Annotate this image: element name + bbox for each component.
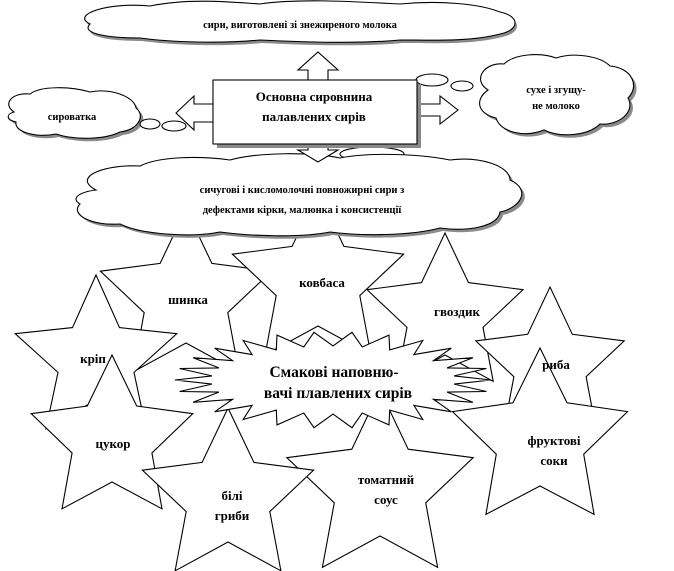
star-shape-tomat <box>285 388 475 569</box>
cloud-tail-bubble <box>450 80 474 92</box>
star-label-krip: кріп <box>80 351 106 366</box>
cloud-tail-bubble <box>161 120 187 132</box>
cloud-bottom <box>75 153 525 239</box>
center-top-box <box>212 79 421 148</box>
cloud-bottom-label-line2: дефектами кірки, малюнка і консистенції <box>203 205 402 216</box>
arrow-up <box>296 51 340 83</box>
star-label-tomat-line2: соус <box>374 492 398 507</box>
star-shape-bili <box>141 406 315 571</box>
cloud-bottom-label-line1: сичугові і кисломолочні повножирні сири … <box>200 185 405 196</box>
star-label-shynka: шинка <box>168 292 208 307</box>
cloud-top <box>84 0 518 46</box>
star-label-bili-line2: гриби <box>215 508 250 523</box>
cloud-tail-bubble <box>139 118 161 130</box>
cloud-left <box>7 87 144 142</box>
star-label-ryba: риба <box>542 357 570 372</box>
star-label-bili-line1: білі <box>221 488 242 503</box>
center-bottom-title-line2: вачі плавлених сирів <box>264 385 412 402</box>
raw-material-clouds-group <box>7 0 637 239</box>
cloud-top-label: сири, виготовлені зі знежиреного молока <box>203 20 398 31</box>
cloud-right-label-line2: не молоко <box>532 101 580 112</box>
center-burst-shape <box>174 331 492 429</box>
star-label-tomat-line1: томатний <box>358 472 415 487</box>
cloud-right <box>479 54 637 138</box>
arrow-left <box>175 94 215 132</box>
center-bottom-title-line1: Смакові наповню- <box>269 364 398 381</box>
arrows-group <box>175 51 459 163</box>
flavor-stars-group <box>13 190 629 571</box>
star-label-frukt-line2: соки <box>540 453 568 468</box>
star-label-tsukor: цукор <box>95 436 130 451</box>
star-shape-kovbasa <box>231 190 405 356</box>
cloud-right-label-line1: сухе і згущу- <box>526 85 586 96</box>
center-top-title-line1: Основна сировнина <box>256 89 373 104</box>
star-label-frukt-line1: фруктові <box>527 433 580 448</box>
cloud-left-label: сироватка <box>48 112 97 123</box>
center-top-title-line2: палавлених сирів <box>262 109 366 124</box>
star-shape-frukt <box>451 346 629 516</box>
arrow-right <box>419 94 459 126</box>
star-label-kovbasa: ковбаса <box>299 275 345 290</box>
star-label-gvozdyk: гвоздик <box>434 304 480 319</box>
